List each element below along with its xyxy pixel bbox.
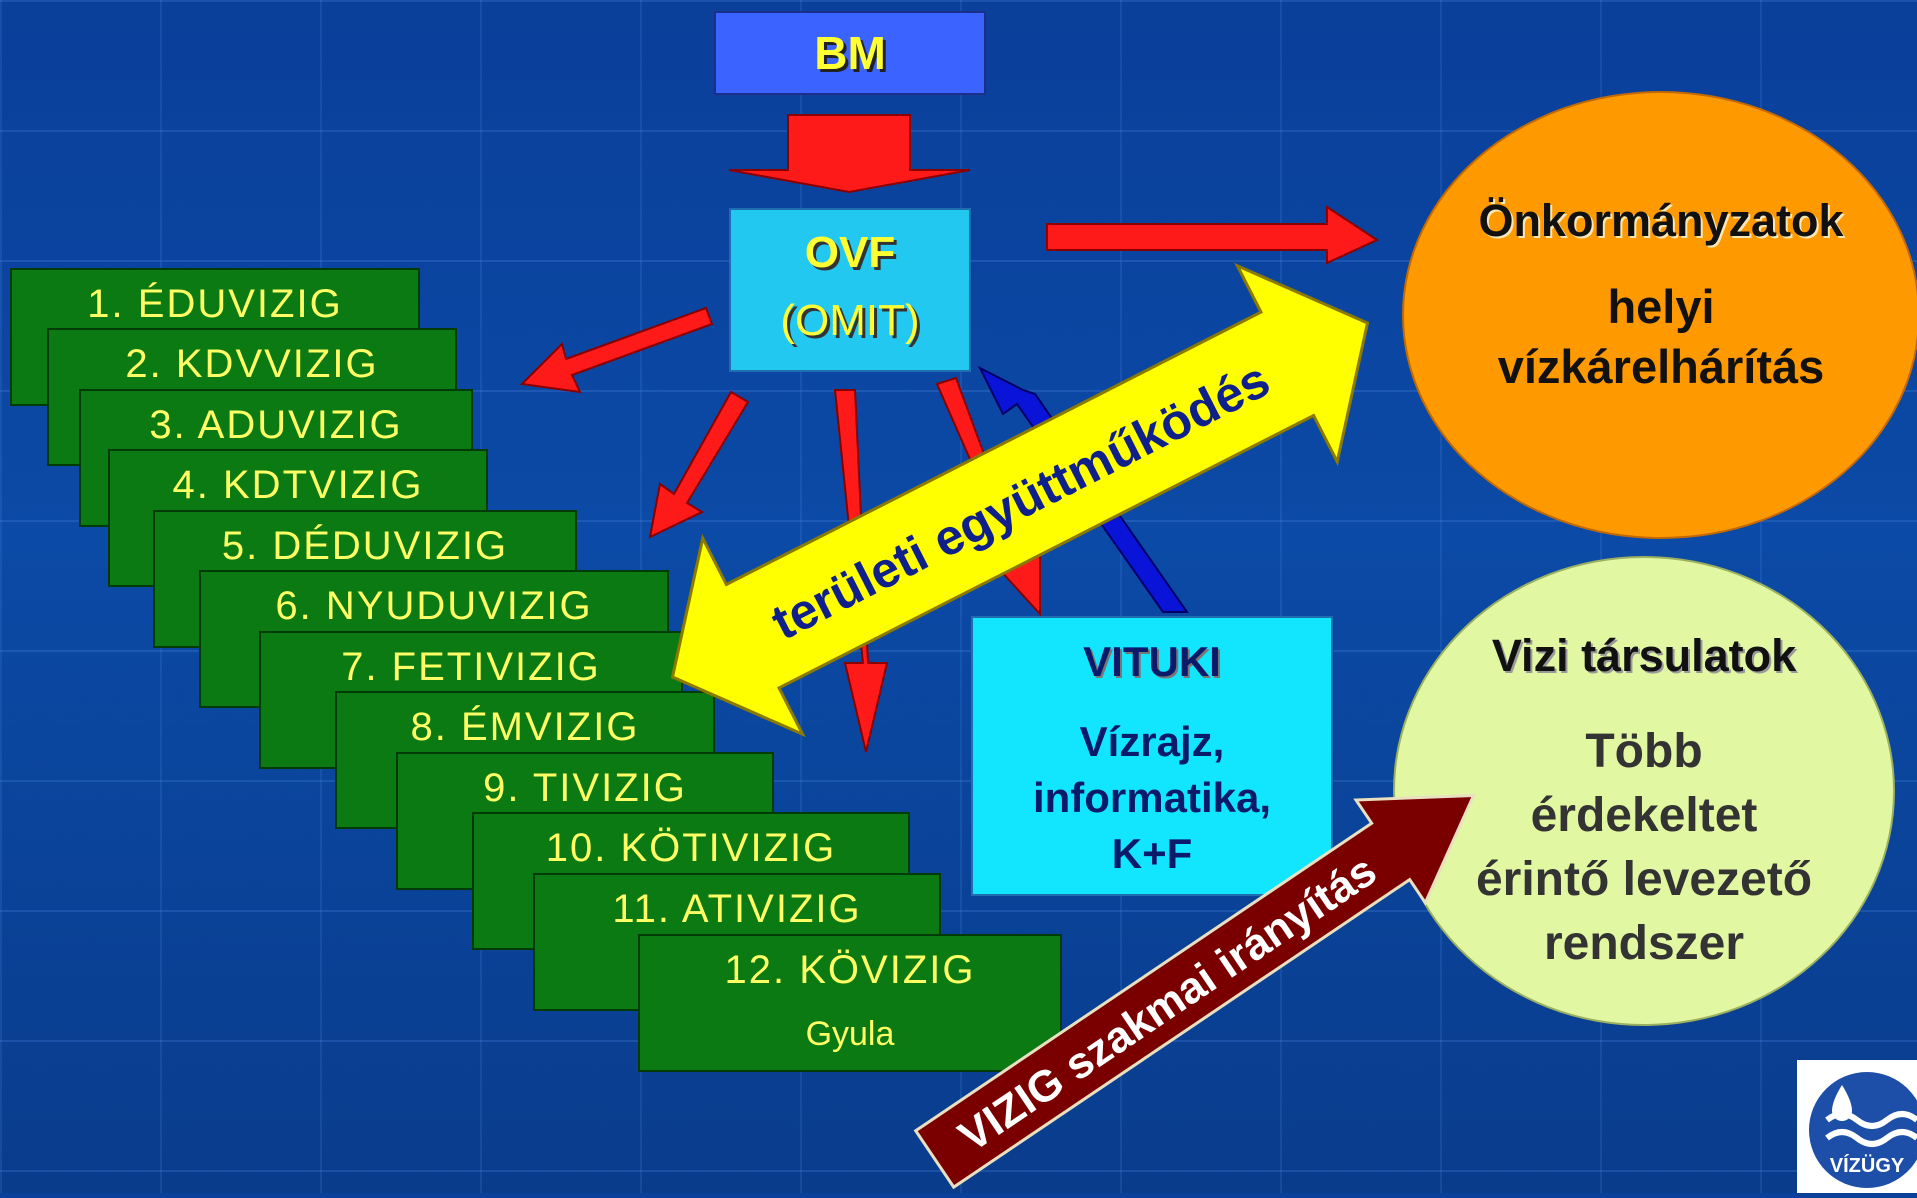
vituki-line3: K+F — [1111, 830, 1193, 877]
vizig-label-1: 1. ÉDUVIZIG — [87, 282, 343, 326]
onkormanyzatok-circle: Önkormányzatok helyi vízkárelhárítás — [1402, 91, 1917, 539]
onk-desc: helyi vízkárelhárítás — [1404, 277, 1917, 397]
bm-label: BM — [814, 27, 886, 79]
bm-to-ovf-arrow — [728, 114, 971, 194]
vizig-sub-12: Gyula — [805, 1015, 895, 1053]
vizig-label-2: 2. KDVVIZIG — [125, 342, 379, 386]
vituki-desc: Vízrajz, informatika, K+F — [973, 714, 1331, 882]
vizugy-logo: VÍZÜGY — [1797, 1060, 1917, 1193]
vizi-desc: Több érdekeltet érintő levezető rendszer — [1395, 720, 1893, 976]
onk-line2: vízkárelhárítás — [1497, 340, 1825, 393]
ovf-subtitle: (OMIT) — [780, 296, 920, 345]
vituki-box: VITUKI Vízrajz, informatika, K+F — [971, 616, 1333, 896]
vizig-card-12: 12. KÖVIZIG Gyula — [638, 934, 1062, 1072]
vizi-line1: Több — [1585, 725, 1703, 778]
vituki-title: VITUKI — [1083, 638, 1221, 685]
bm-box: BM — [714, 11, 986, 95]
vizig-label-5: 5. DÉDUVIZIG — [221, 524, 509, 568]
ovf-to-onk-arrow — [1046, 205, 1380, 265]
ovf-title: OVF — [804, 228, 896, 277]
ovf-to-vizig-arrow-2 — [648, 390, 750, 539]
guidance-arrow: VIZIG szakmai irányítás — [913, 793, 1476, 1190]
vizi-line3: érintő levezető — [1475, 853, 1813, 906]
vizig-label-10: 10. KÖTIVIZIG — [545, 826, 837, 870]
vizig-label-8: 8. ÉMVIZIG — [410, 705, 640, 749]
vizig-label-9: 9. TIVIZIG — [483, 766, 687, 810]
ovf-box: OVF (OMIT) — [729, 208, 971, 372]
vizi-line4: rendszer — [1543, 917, 1745, 970]
vizig-label-11: 11. ATIVIZIG — [612, 887, 862, 931]
vizi-line2: érdekeltet — [1530, 789, 1758, 842]
onk-line1: helyi — [1607, 280, 1715, 333]
vizig-label-4: 4. KDTVIZIG — [172, 463, 424, 507]
logo-text: VÍZÜGY — [1830, 1154, 1905, 1177]
onk-title: Önkormányzatok — [1478, 195, 1844, 246]
vizig-label-3: 3. ADUVIZIG — [149, 403, 403, 447]
vituki-line1: Vízrajz, — [1079, 718, 1225, 765]
vituki-line2: informatika, — [1032, 774, 1272, 821]
ovf-to-vizig-arrow-1 — [519, 306, 714, 394]
vizig-label-12: 12. KÖVIZIG — [724, 948, 976, 992]
vizig-label-6: 6. NYUDUVIZIG — [275, 584, 593, 628]
guidance-label: VIZIG szakmai irányítás — [950, 846, 1385, 1162]
vizig-label-7: 7. FETIVIZIG — [341, 645, 601, 689]
vizi-tarsulatok-circle: Vizi társulatok Több érdekeltet érintő l… — [1393, 556, 1895, 1026]
vizi-title: Vizi társulatok — [1491, 630, 1797, 681]
water-drop-icon: VÍZÜGY — [1809, 1072, 1917, 1188]
